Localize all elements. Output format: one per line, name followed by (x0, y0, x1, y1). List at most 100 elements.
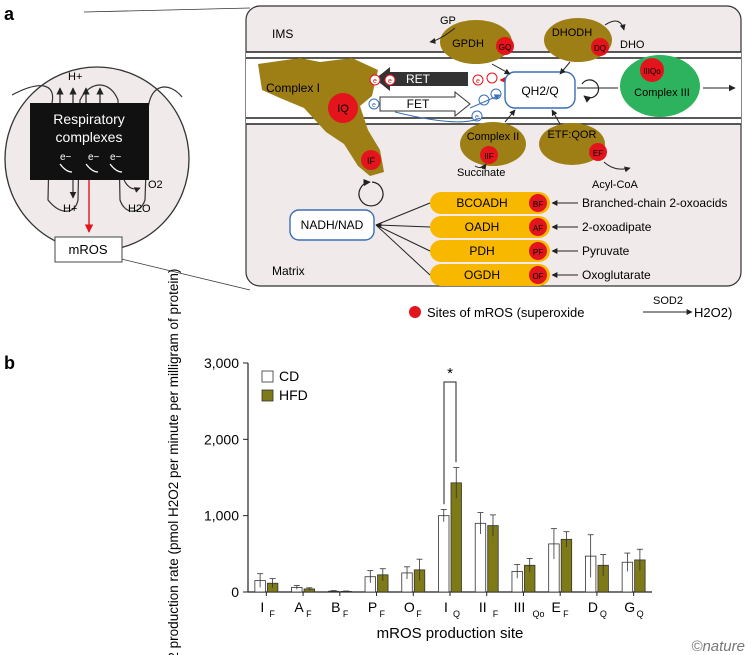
nature-credit: ©nature (691, 638, 745, 655)
y-tick-label: 2,000 (204, 431, 239, 447)
electron-e3: e (476, 78, 480, 85)
electron-label-3: e− (110, 152, 122, 163)
electron-label-1: e− (60, 152, 72, 163)
dehydrogenase-1 (430, 216, 550, 238)
x-tick-label-IF: I (260, 599, 264, 615)
x-tick-sub-EF: F (563, 609, 569, 619)
complex-ii-shape (460, 122, 526, 166)
site-iq-marker (328, 93, 358, 123)
electron-e2: e (388, 78, 392, 85)
dhodh-label: DHODH (552, 27, 592, 39)
dehydrogenase-site-label-2: PF (533, 248, 543, 257)
y-tick-label: 1,000 (204, 508, 239, 524)
legend-swatch-cd (261, 370, 274, 383)
x-axis-label: mROS production site (377, 625, 524, 642)
mros-label: mROS (69, 242, 108, 257)
nad-link-2 (375, 224, 431, 252)
x-tick-sub-AF: F (306, 609, 312, 619)
dehydrogenase-0 (430, 192, 550, 214)
dehydrogenase-site-marker-0 (529, 194, 547, 212)
proton-label-top: H+ (68, 71, 82, 83)
legend-text: Sites of mROS (superoxide (427, 305, 585, 320)
complex-iii-label: Complex III (634, 87, 690, 99)
proton-arrows (56, 87, 104, 103)
matrix-label: Matrix (272, 264, 305, 278)
complex-ii-label: Complex II (467, 131, 520, 143)
site-iq-label: IQ (337, 103, 349, 115)
proton-label-bottom: H+ (63, 203, 77, 215)
complex-i-shape (258, 58, 384, 176)
x-tick-sub-IQ: Q (453, 609, 460, 619)
x-tick-sub-IIIQo: Qo (532, 609, 544, 619)
site-iiiqo-marker (640, 58, 664, 82)
significance-star: * (447, 365, 453, 382)
site-gq-marker (496, 37, 514, 55)
substrate-label-2: Pyruvate (582, 244, 630, 258)
electron-e5: e (475, 114, 479, 121)
ret-label: RET (406, 72, 431, 86)
nad-cycle-icon (358, 178, 384, 207)
x-tick-label-DQ: D (588, 599, 598, 615)
significance-bracket (443, 381, 457, 505)
legend-site-marker (409, 306, 421, 318)
x-tick-label-BF: B (331, 599, 340, 615)
legend-sod2: SOD2 (653, 295, 683, 307)
dehydrogenase-site-marker-1 (529, 218, 547, 236)
electron-e4: e (372, 102, 376, 109)
x-tick-label-EF: E (552, 599, 561, 615)
x-tick-sub-PF: F (380, 609, 386, 619)
substrate-label-3: Oxoglutarate (582, 268, 651, 282)
ret-arrow (375, 67, 468, 91)
q-pool-box (504, 71, 576, 109)
complex-iii-shape (620, 55, 700, 117)
acylcoa-label: Acyl-CoA (592, 179, 639, 191)
gpdh-label: GPDH (452, 38, 484, 50)
nad-link-1 (375, 222, 431, 229)
legend-swatch-hfd (261, 389, 274, 402)
dehydrogenase-2 (430, 240, 550, 262)
etfqor-label: ETF:QOR (548, 129, 597, 141)
legend-h2o2: H2O2) (694, 305, 732, 320)
x-tick-label-AF: A (294, 599, 304, 615)
site-if-marker (361, 150, 381, 170)
nad-link-3 (375, 224, 431, 276)
site-if-label: IF (367, 156, 376, 166)
q-pool-label: QH2/Q (521, 84, 558, 98)
q-cycle-icon (581, 79, 600, 103)
bar-cd-IQ (438, 515, 450, 593)
y-axis-label: H2O2 production rate (pmol H2O2 per minu… (166, 269, 181, 655)
fet-label: FET (407, 97, 430, 111)
y-tick-label: 0 (231, 584, 239, 600)
dehydrogenase-3 (430, 264, 550, 286)
panel-b-label: b (4, 353, 15, 373)
dehydrogenase-site-label-1: AF (533, 224, 543, 233)
etfqor-shape (539, 123, 605, 165)
dehydrogenase-site-label-0: BF (533, 200, 543, 209)
o2-arrow (123, 179, 141, 193)
y-tick-label: 3,000 (204, 355, 239, 371)
nadh-label: NADH/NAD (301, 218, 364, 232)
x-tick-label-GQ: G (624, 599, 635, 615)
mros-box (54, 236, 123, 263)
site-ef-label: EF (593, 149, 603, 158)
gpdh-shape (440, 20, 512, 64)
dehydrogenase-label-0: BCOADH (456, 196, 507, 210)
nadh-box (289, 209, 375, 241)
site-iif-marker (480, 146, 498, 164)
fet-arrow (379, 90, 471, 118)
site-dq-label: DQ (594, 44, 606, 53)
electron-e1: e (373, 78, 377, 85)
nad-link-0 (375, 202, 431, 226)
dehydrogenase-label-1: OADH (465, 220, 500, 234)
site-iiiqo-label: IIIQo (643, 67, 661, 76)
x-tick-sub-IIF: F (493, 609, 499, 619)
site-gq-label: GQ (499, 43, 511, 52)
x-tick-sub-BF: F (343, 609, 349, 619)
h2o-label: H2O (128, 203, 151, 215)
dehydrogenase-site-marker-3 (529, 266, 547, 284)
bar-hfd-EF (560, 538, 573, 593)
gp-label: GP (440, 15, 456, 27)
x-tick-label-OF: O (404, 599, 415, 615)
